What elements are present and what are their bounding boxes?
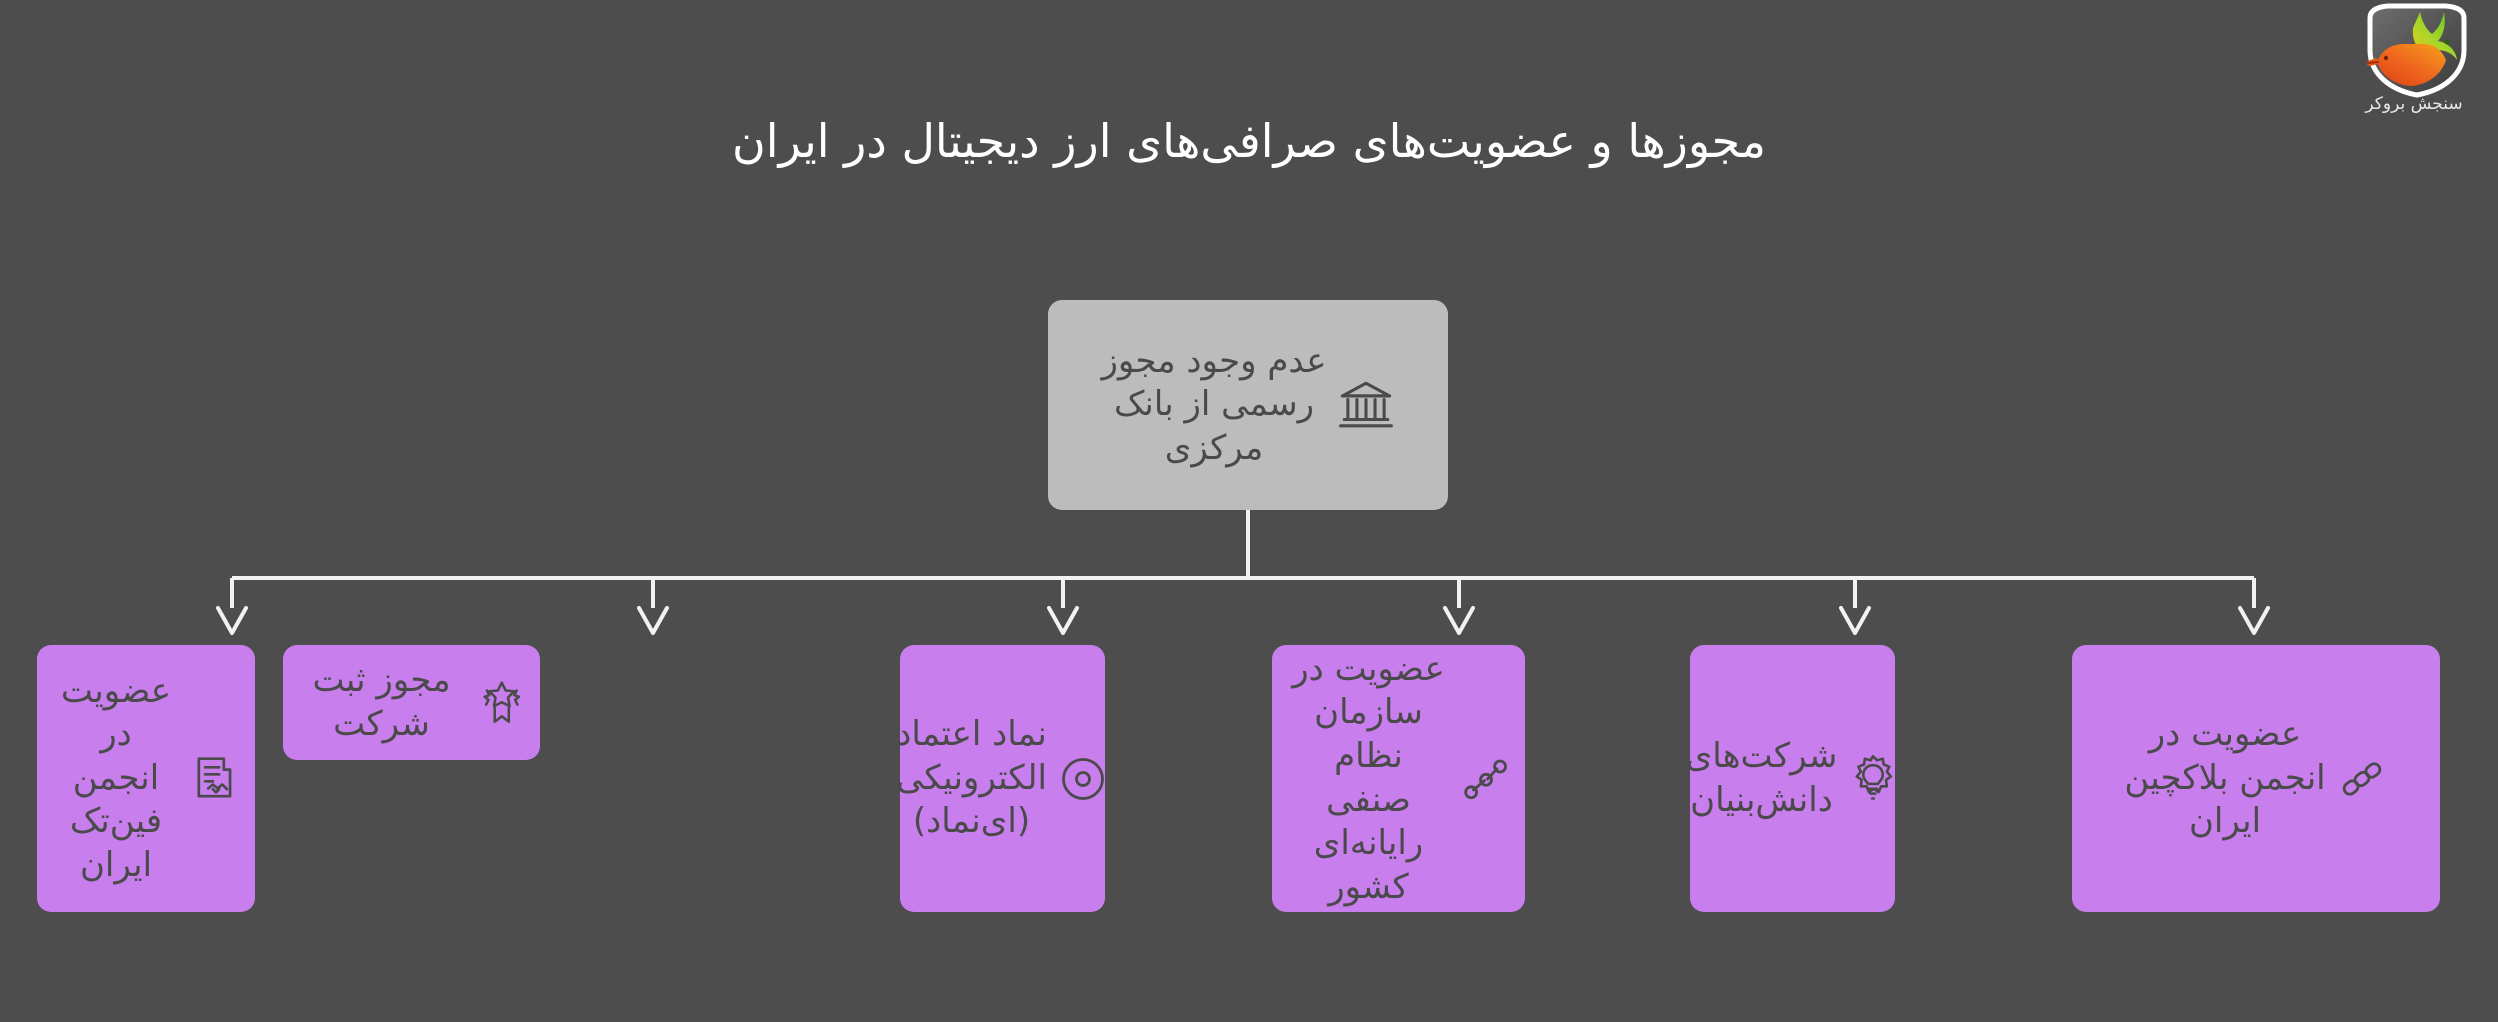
node-root-label: عدم وجود مجوز رسمی از بانک مرکزی xyxy=(1101,340,1327,468)
node-leaf-6[interactable]: عضویت در انجمن بلاکچین ایران xyxy=(2072,645,2440,912)
node-leaf-3[interactable]: نماد اعتماد الکترونیکی (ای‌نماد) xyxy=(896,645,1105,912)
bank-icon xyxy=(1337,376,1395,434)
arrowhead-6 xyxy=(2238,606,2270,635)
node-leaf-3-label: نماد اعتماد الکترونیکی (ای‌نماد) xyxy=(896,714,1047,842)
node-root[interactable]: عدم وجود مجوز رسمی از بانک مرکزی xyxy=(1048,300,1448,510)
certificate-handshake-icon xyxy=(191,754,241,804)
node-leaf-2-label: مجوز ثبت شرکت xyxy=(312,659,451,744)
node-leaf-5-label: شرکت‌های دانش‌بنیان xyxy=(1685,735,1838,820)
arrowhead-2 xyxy=(637,606,669,635)
node-leaf-5[interactable]: شرکت‌های دانش‌بنیان xyxy=(1686,645,1895,912)
node-leaf-4-label: عضویت در سازمان نظام صنفی رایانه‌ای کشور xyxy=(1292,648,1445,907)
award-stars-icon xyxy=(476,678,526,728)
arrowhead-1 xyxy=(216,606,248,635)
bull-and-bear-shield-icon xyxy=(2358,2,2476,98)
blockchain-link-icon xyxy=(2336,753,2388,805)
logo[interactable]: سنجش بروکر xyxy=(2340,2,2490,120)
arrowhead-3 xyxy=(1047,606,1079,635)
lightbulb-gear-icon xyxy=(1847,753,1899,805)
node-leaf-6-label: عضویت در انجمن بلاکچین ایران xyxy=(2124,714,2326,842)
arrowhead-4 xyxy=(1443,606,1475,635)
page-title: مجوزها و عضویت‌های صرافی‌های ارز دیجیتال… xyxy=(732,114,1766,168)
logo-text: سنجش بروکر xyxy=(2365,94,2463,114)
trust-seal-icon xyxy=(1057,753,1109,805)
node-leaf-4[interactable]: عضویت در سازمان نظام صنفی رایانه‌ای کشور xyxy=(1272,645,1525,912)
node-leaf-2[interactable]: مجوز ثبت شرکت xyxy=(283,645,540,760)
node-leaf-1-label: عضویت در انجمن فین‌تک ایران xyxy=(60,670,172,885)
arrowhead-5 xyxy=(1839,606,1871,635)
network-nodes-icon xyxy=(1461,754,1511,804)
node-leaf-1[interactable]: عضویت در انجمن فین‌تک ایران xyxy=(37,645,255,912)
